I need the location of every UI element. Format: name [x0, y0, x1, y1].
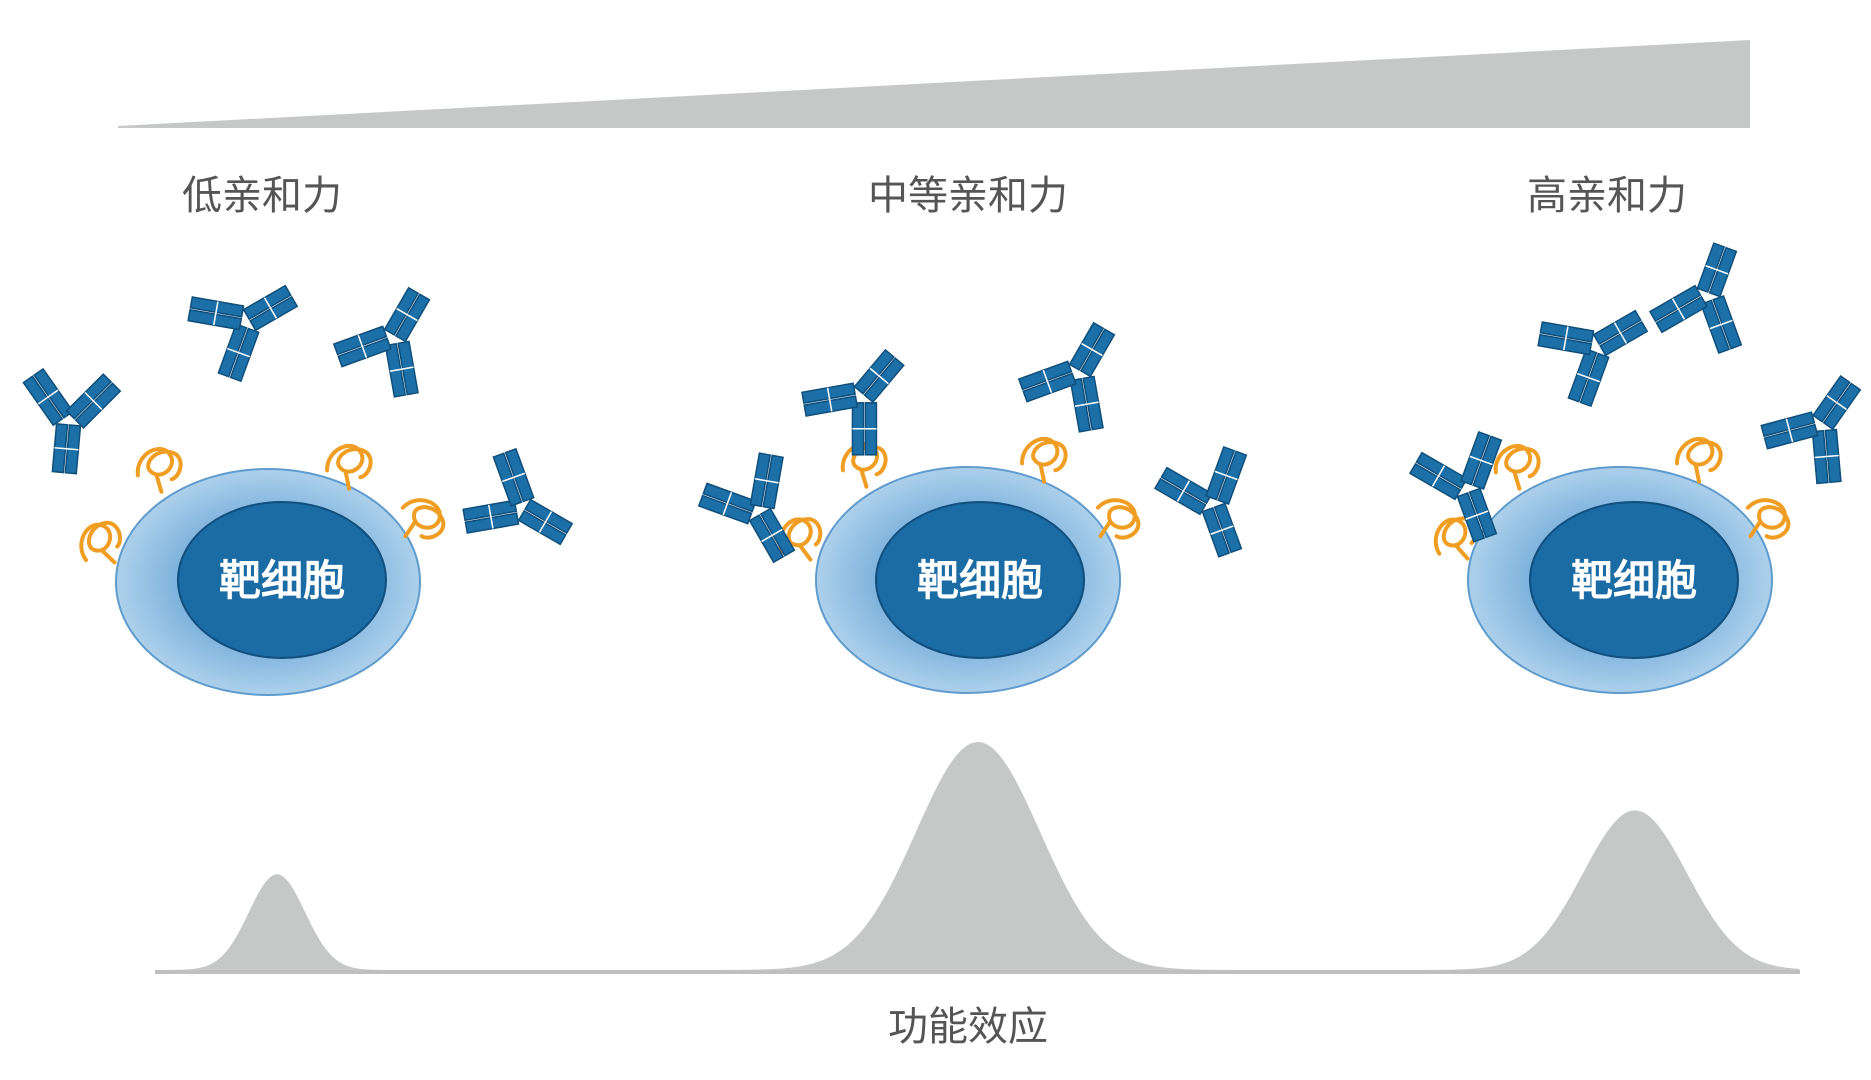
antibody-icon	[1148, 439, 1277, 571]
antigen-icon	[1490, 440, 1543, 494]
panel-label-low: 低亲和力	[182, 173, 342, 219]
antibody-icon	[15, 366, 123, 478]
target-cell-label: 靶细胞	[917, 556, 1043, 605]
target-cell: 靶细胞	[1467, 466, 1773, 694]
antibody-icon	[1643, 229, 1772, 361]
target-cell-label: 靶细胞	[219, 556, 345, 605]
panel-mid: 靶细胞	[690, 303, 1277, 694]
antibody-icon	[1010, 303, 1147, 442]
antibody-icon	[453, 440, 592, 577]
panel-label-mid: 中等亲和力	[868, 173, 1068, 219]
axis-label: 功能效应	[888, 1004, 1048, 1050]
antibody-icon	[178, 253, 317, 390]
affinity-gradient-wedge	[118, 40, 1750, 128]
antibody-icon	[1528, 278, 1667, 415]
panel-label-high: 高亲和力	[1527, 173, 1687, 219]
target-cell: 靶细胞	[815, 466, 1121, 694]
antibody-icon	[325, 268, 462, 407]
antibody-icon	[1751, 354, 1871, 495]
antibody-icon	[690, 443, 827, 582]
target-cell: 靶细胞	[115, 468, 421, 696]
target-cell-label: 靶细胞	[1571, 556, 1697, 605]
panel-high: 靶细胞	[1403, 229, 1871, 694]
antibody-icon	[791, 325, 933, 468]
functional-effect-curve	[155, 742, 1800, 970]
antigen-icon	[132, 443, 185, 497]
panel-low: 靶细胞	[15, 253, 592, 696]
